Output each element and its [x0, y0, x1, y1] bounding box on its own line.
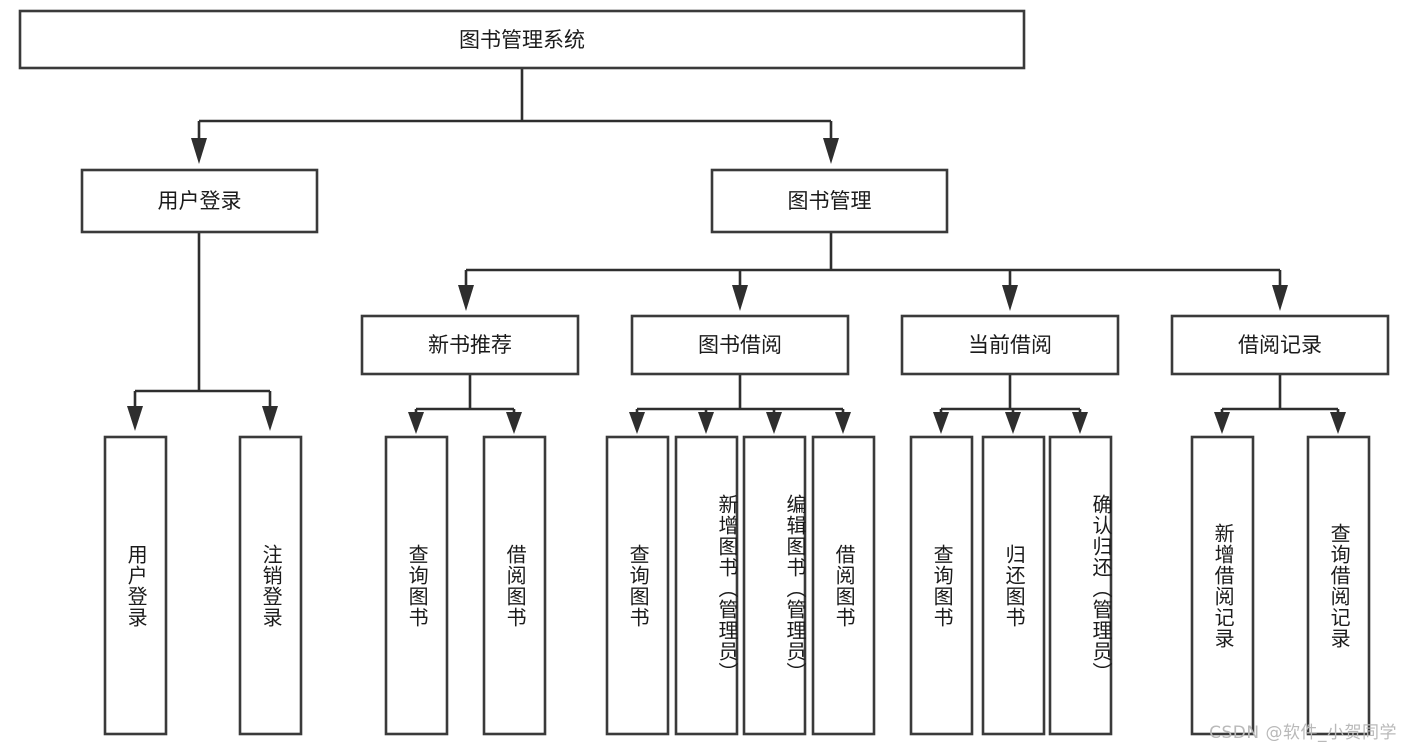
node-root[interactable]: 图书管理系统: [18, 9, 1026, 70]
node-book-manage[interactable]: 图书管理: [710, 168, 949, 234]
node-book-borrow[interactable]: 图书借阅: [630, 314, 850, 376]
arrow-borrow-leaf-1: [629, 412, 645, 434]
node-current-borrow-label: 当前借阅: [968, 333, 1052, 357]
node-book-manage-box[interactable]: [710, 168, 949, 234]
arrow-borrow-leaf-3: [766, 412, 782, 434]
leaf-box-borrow-book-1[interactable]: [482, 435, 547, 736]
node-current-borrow-box[interactable]: [900, 314, 1120, 376]
arrow-current-leaf-3: [1072, 412, 1088, 434]
leaf-box-confirm-return-admin[interactable]: [1048, 435, 1113, 736]
arrow-bookmanage-to-newbook: [458, 285, 474, 311]
leaf-box-layer: [103, 435, 1371, 736]
arrow-bookmanage-to-current: [1002, 285, 1018, 311]
node-new-book-recommend-label: 新书推荐: [428, 333, 512, 357]
node-user-login-label: 用户登录: [158, 189, 242, 213]
leaf-box-query-book-1[interactable]: [384, 435, 449, 736]
node-borrow-record-label: 借阅记录: [1238, 333, 1322, 357]
node-user-login-box[interactable]: [80, 168, 319, 234]
leaf-box-user-login[interactable]: [103, 435, 168, 736]
leaf-box-edit-book-admin[interactable]: [742, 435, 807, 736]
leaf-box-query-book-2[interactable]: [605, 435, 670, 736]
leaf-box-add-borrow-record[interactable]: [1190, 435, 1255, 736]
node-new-book-recommend-box[interactable]: [360, 314, 580, 376]
node-root-label: 图书管理系统: [459, 28, 585, 52]
leaf-box-add-book-admin[interactable]: [674, 435, 739, 736]
arrow-userlogin-leaf-1: [127, 406, 143, 431]
node-root-box[interactable]: [18, 9, 1026, 70]
arrow-record-leaf-2: [1330, 412, 1346, 434]
node-borrow-record[interactable]: 借阅记录: [1170, 314, 1390, 376]
node-new-book-recommend[interactable]: 新书推荐: [360, 314, 580, 376]
node-borrow-record-box[interactable]: [1170, 314, 1390, 376]
arrow-newbook-leaf-1: [408, 412, 424, 434]
arrow-current-leaf-2: [1005, 412, 1021, 434]
leaf-box-query-book-3[interactable]: [909, 435, 974, 736]
node-book-borrow-label: 图书借阅: [698, 333, 782, 357]
node-user-login[interactable]: 用户登录: [80, 168, 319, 234]
arrow-newbook-leaf-2: [506, 412, 522, 434]
csdn-watermark: CSDN @软件_小贺同学: [1209, 723, 1397, 743]
node-book-borrow-box[interactable]: [630, 314, 850, 376]
arrow-record-leaf-1: [1214, 412, 1230, 434]
arrow-root-to-book-manage: [823, 138, 839, 164]
leaf-box-borrow-book-2[interactable]: [811, 435, 876, 736]
leaf-box-logout-login[interactable]: [238, 435, 303, 736]
arrow-borrow-leaf-2: [698, 412, 714, 434]
arrow-bookmanage-to-borrow: [732, 285, 748, 311]
leaf-box-return-book[interactable]: [981, 435, 1046, 736]
node-book-manage-label: 图书管理: [788, 189, 872, 213]
arrow-current-leaf-1: [933, 412, 949, 434]
arrow-root-to-user-login: [191, 138, 207, 164]
leaf-box-query-borrow-record[interactable]: [1306, 435, 1371, 736]
arrow-bookmanage-to-record: [1272, 285, 1288, 311]
connector-layer: [127, 68, 1346, 434]
arrow-userlogin-leaf-2: [262, 406, 278, 431]
arrow-borrow-leaf-4: [835, 412, 851, 434]
node-current-borrow[interactable]: 当前借阅: [900, 314, 1120, 376]
